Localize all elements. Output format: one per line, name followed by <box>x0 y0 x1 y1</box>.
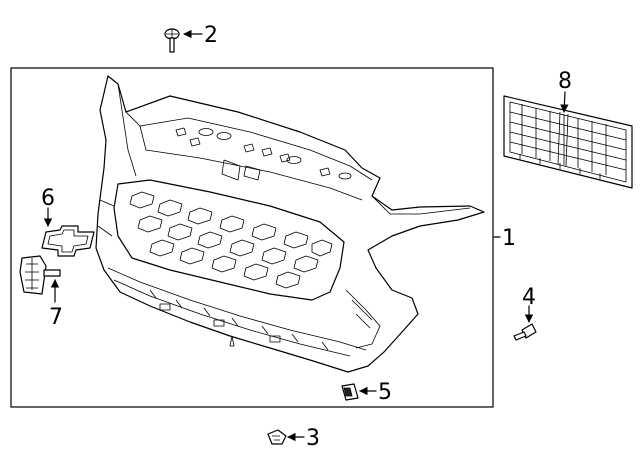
callout-7: 7 <box>49 305 63 330</box>
callout-1: 1 <box>502 226 516 251</box>
push-pin-fastener[interactable] <box>164 28 180 53</box>
grille-screen[interactable] <box>503 95 633 189</box>
grille-assembly[interactable] <box>95 75 485 373</box>
callout-4: 4 <box>522 285 536 310</box>
callout-5: 5 <box>378 380 392 405</box>
callout-2: 2 <box>204 23 218 48</box>
clip-nut[interactable] <box>341 383 359 401</box>
callout-3: 3 <box>306 426 320 451</box>
retainer-clip[interactable] <box>267 429 287 445</box>
callout-6: 6 <box>41 186 55 211</box>
emblem-bracket[interactable] <box>19 255 61 295</box>
bowtie-emblem[interactable] <box>41 225 95 257</box>
callout-8: 8 <box>558 69 572 94</box>
bolt[interactable] <box>513 323 537 341</box>
assembly-frame <box>10 67 494 408</box>
leader-8 <box>560 91 569 113</box>
